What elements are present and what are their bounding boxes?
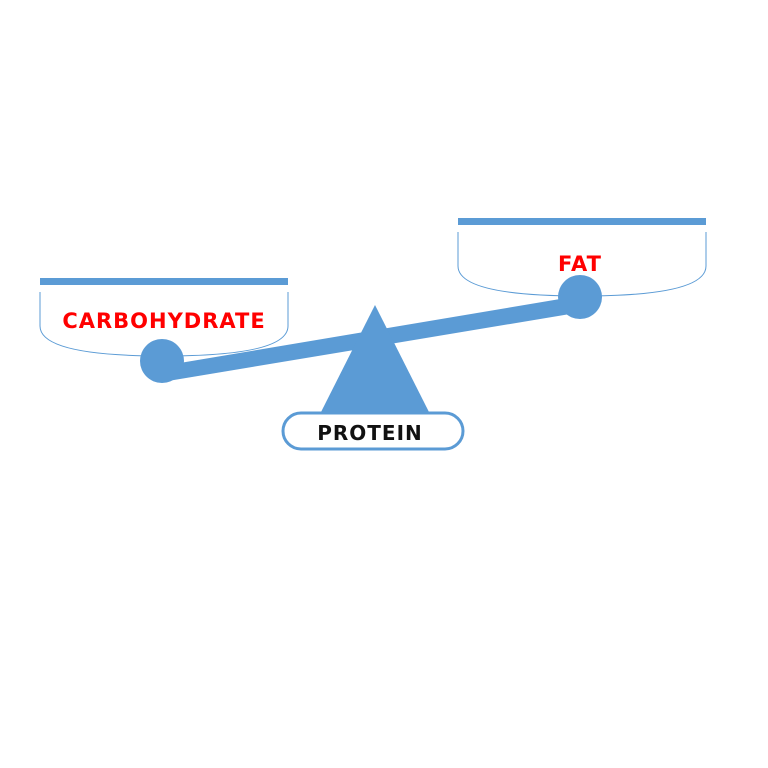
fulcrum-triangle xyxy=(318,305,432,418)
right-pan: FAT xyxy=(457,218,707,297)
fulcrum-base: PROTEIN xyxy=(281,411,465,451)
left-pan-top-bar xyxy=(40,278,288,285)
fulcrum-base-pill xyxy=(281,411,465,451)
right-pan-label: FAT xyxy=(558,252,602,276)
left-pivot-joint xyxy=(140,339,184,383)
right-pan-top-bar xyxy=(458,218,706,225)
left-pan: CARBOHYDRATE xyxy=(39,278,289,357)
right-pivot-joint xyxy=(558,275,602,319)
fulcrum-base-label: PROTEIN xyxy=(317,421,423,445)
left-pan-label: CARBOHYDRATE xyxy=(62,309,265,333)
